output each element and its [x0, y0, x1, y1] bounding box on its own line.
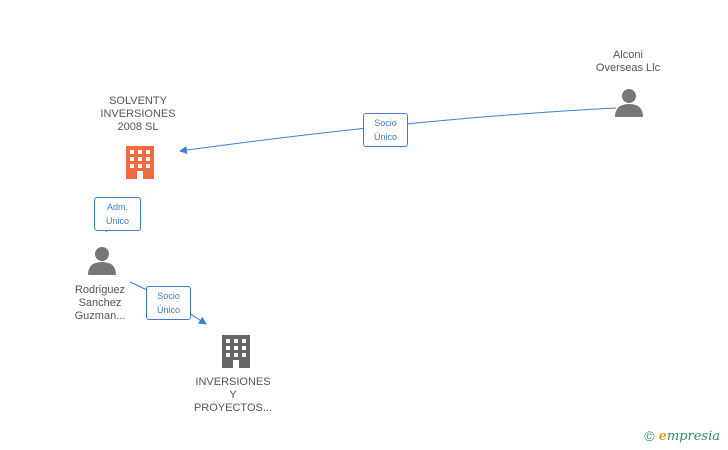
- edge-label-socio-unico: Socio Único: [363, 113, 408, 147]
- person-icon[interactable]: [615, 89, 643, 117]
- edge-label-adm-unico: Adm. Unico: [94, 197, 141, 231]
- node-label-alconi[interactable]: Alconi Overseas Llc: [595, 49, 661, 74]
- person-icon[interactable]: [88, 247, 116, 275]
- brand-logo: empresia: [658, 429, 720, 444]
- edge-label-socio-unico: Socio Único: [146, 286, 191, 320]
- copyright-icon: ©: [644, 428, 655, 444]
- node-label-inversiones[interactable]: INVERSIONES Y PROYECTOS...: [193, 376, 273, 414]
- node-label-rodriguez[interactable]: Rodriguez Sanchez Guzman...: [74, 284, 126, 322]
- footer-brand: © empresia: [644, 428, 720, 444]
- building-icon[interactable]: [222, 335, 250, 368]
- building-icon[interactable]: [126, 146, 154, 179]
- edge-alconi-solventy: [179, 107, 617, 155]
- node-label-solventy[interactable]: SOLVENTY INVERSIONES 2008 SL: [100, 95, 176, 133]
